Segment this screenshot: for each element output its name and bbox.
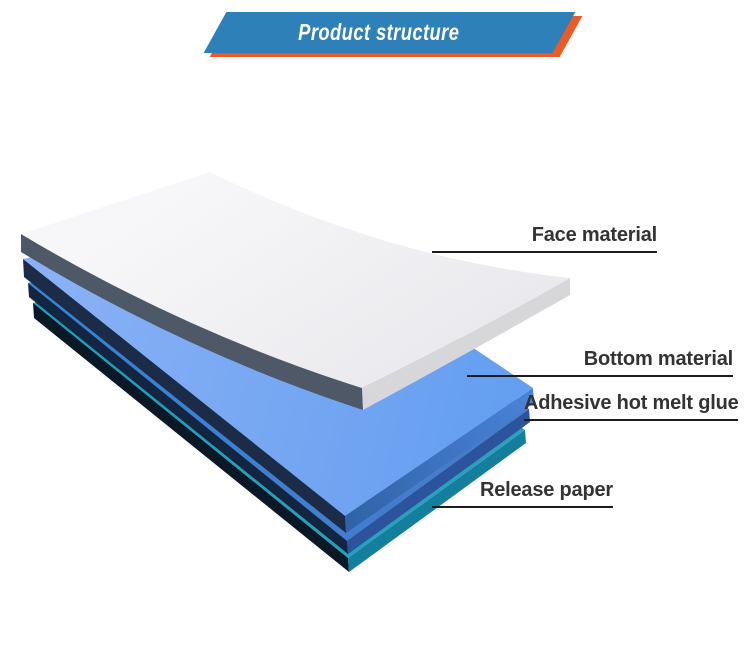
bottom-material-left-face bbox=[23, 259, 346, 533]
release-paper-right-face bbox=[348, 430, 526, 572]
release-paper-label: Release paper bbox=[432, 479, 613, 508]
bottom-material-label: Bottom material bbox=[467, 348, 733, 377]
adhesive-hot-melt-glue-label: Adhesive hot melt glue bbox=[524, 392, 739, 421]
face-material-layer bbox=[21, 172, 570, 410]
adhesive-left-face bbox=[28, 283, 348, 554]
face-material-label: Face material bbox=[432, 224, 657, 253]
face-material-top-face bbox=[21, 172, 570, 388]
adhesive-right-face bbox=[347, 409, 530, 554]
face-material-front-left-face bbox=[21, 234, 363, 410]
banner-title: Product structure bbox=[204, 12, 553, 53]
bottom-material-right-face bbox=[345, 388, 534, 533]
release-paper-left-face bbox=[33, 303, 349, 572]
banner-title-text: Product structure bbox=[297, 19, 460, 45]
face-material-front-right-face bbox=[362, 278, 570, 410]
